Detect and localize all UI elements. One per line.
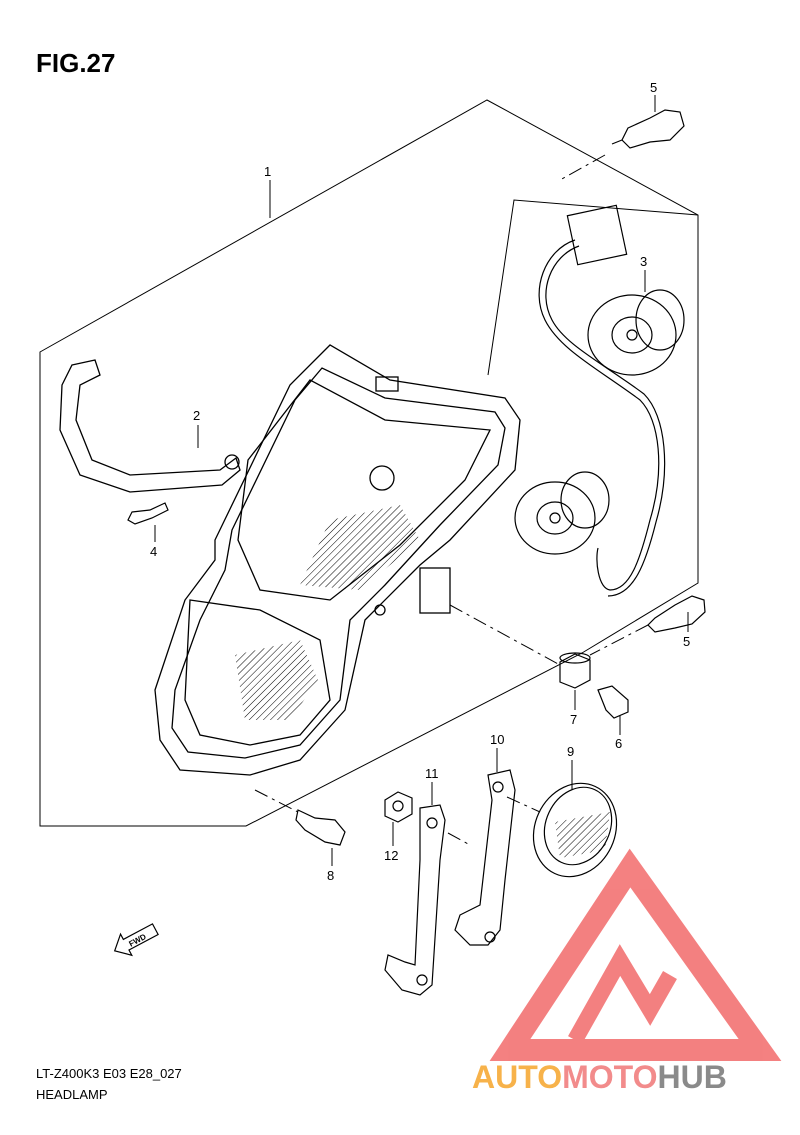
watermark-text: AUTOMOTOHUB (472, 1059, 727, 1095)
fwd-arrow-icon: FWD (113, 923, 159, 957)
callout-4: 4 (150, 544, 157, 559)
reflector-9 (532, 782, 618, 878)
bracket-10 (454, 769, 516, 946)
callout-12: 12 (384, 848, 398, 863)
screw-4 (127, 502, 169, 525)
watermark-moto: MOTO (562, 1059, 657, 1095)
wiring-harness (538, 204, 666, 597)
callout-1: 1 (264, 164, 271, 179)
bulb-socket-upper (587, 289, 685, 376)
watermark-hub: HUB (657, 1059, 726, 1095)
screw-5-lower (647, 595, 706, 633)
nut-12 (384, 791, 413, 823)
callout-2: 2 (193, 408, 200, 423)
bulb-socket-lower (514, 471, 610, 555)
inner-outline (487, 199, 699, 376)
callout-11: 11 (425, 766, 439, 781)
watermark-logo (489, 848, 782, 1061)
figure-name: HEADLAMP (36, 1087, 108, 1102)
callout-9: 9 (567, 744, 574, 759)
lens-hatch-upper (300, 505, 420, 590)
screw-5-top (611, 109, 685, 149)
assembly-outline (39, 99, 699, 827)
bracket-11 (384, 804, 446, 996)
callout-6: 6 (615, 736, 622, 751)
callout-8: 8 (327, 868, 334, 883)
lens-hatch-lower (235, 640, 318, 720)
figure-title: FIG.27 (36, 48, 116, 78)
visor-bracket (59, 359, 241, 493)
callout-5-top: 5 (650, 80, 657, 95)
alignment-lines (254, 154, 649, 846)
bolt-6 (597, 685, 629, 719)
damper-7 (559, 652, 591, 689)
reflector-hatch (555, 812, 610, 858)
callout-7: 7 (570, 712, 577, 727)
leader-lines (154, 95, 689, 866)
callout-10: 10 (490, 732, 504, 747)
figure-code: LT-Z400K3 E03 E28_027 (36, 1066, 182, 1081)
callout-5-lower: 5 (683, 634, 690, 649)
callout-3: 3 (640, 254, 647, 269)
bolt-8 (295, 809, 346, 846)
watermark-auto: AUTO (472, 1059, 562, 1095)
headlamp-housing (154, 344, 521, 776)
